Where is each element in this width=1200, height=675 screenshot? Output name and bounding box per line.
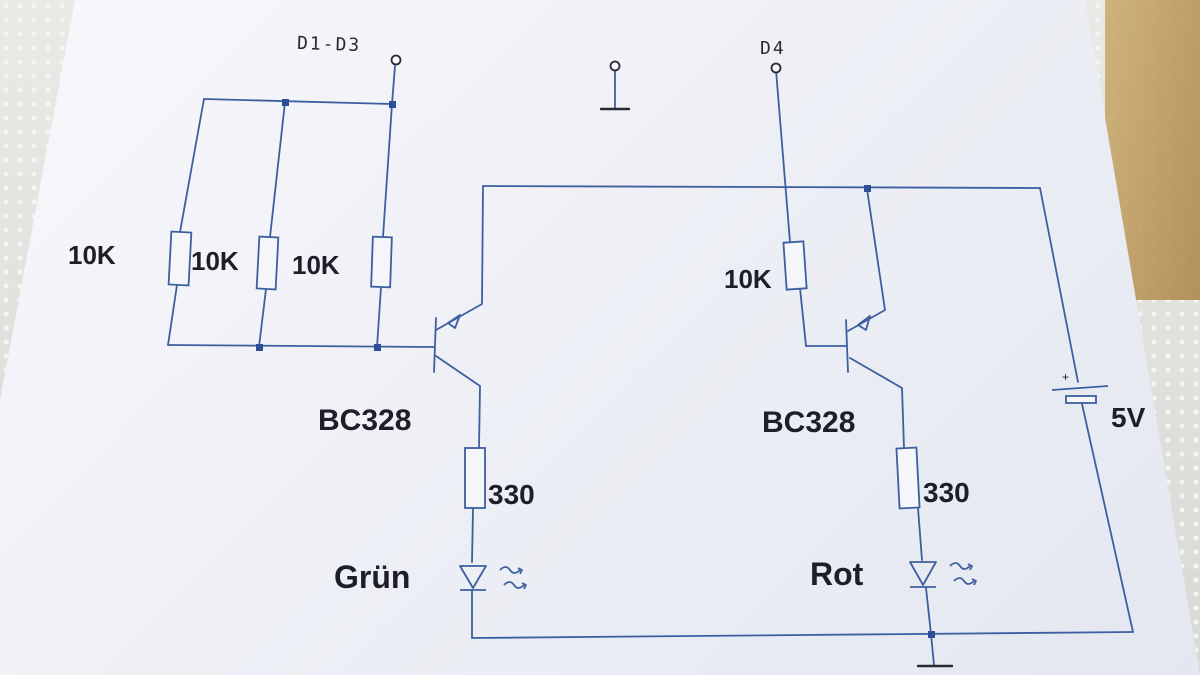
led-right-rays — [949, 562, 977, 586]
wire-r3-bottom — [376, 286, 382, 348]
led-left-label: Grün — [334, 559, 411, 595]
led-left-symbol — [459, 565, 487, 591]
battery-plus-label: + — [1062, 370, 1070, 384]
resistor-r1-label: 10K — [68, 240, 116, 270]
transistor-left-arrow — [447, 314, 461, 329]
resistor-r1 — [167, 230, 193, 287]
terminal-left-label: D1-D3 — [296, 32, 362, 57]
wire-r1-bottom — [167, 284, 178, 346]
wire-bottom-rail — [471, 631, 1134, 639]
battery-plate-long — [1051, 385, 1109, 391]
terminal-mid — [609, 60, 621, 72]
resistor-r4 — [782, 240, 808, 291]
led-right-label: Rot — [810, 556, 864, 592]
wire-led-right-bottom — [925, 587, 932, 635]
battery-plate-short — [1065, 395, 1097, 404]
node-bottom-rail — [928, 631, 935, 638]
transistor-right-base — [845, 319, 849, 373]
transistor-right-label: BC328 — [762, 406, 856, 439]
led-left-rays — [499, 566, 527, 590]
transistor-left-emitter — [435, 185, 484, 331]
resistor-r3-label: 10K — [292, 250, 340, 280]
transistor-right-arrow — [857, 315, 871, 331]
resistor-r2-label: 10K — [191, 246, 239, 276]
wire-battery-down — [1081, 403, 1134, 633]
terminal-left — [390, 54, 402, 66]
resistor-rled-left-label: 330 — [488, 479, 535, 510]
wire-input-right — [775, 69, 791, 243]
wire-ground — [930, 633, 935, 666]
wire-top-rail — [482, 185, 1041, 189]
wire-r4-bottom — [799, 287, 807, 347]
resistor-rled-left — [464, 447, 486, 509]
wire-rled-right-bottom — [917, 507, 923, 561]
terminal-right — [770, 62, 782, 74]
resistor-rled-right-label: 330 — [923, 477, 970, 508]
wire-input-left — [391, 65, 396, 105]
transistor-right-emitter — [847, 188, 886, 332]
resistor-rled-right — [895, 446, 921, 510]
wire-r3-top — [382, 103, 393, 238]
resistor-r4-label: 10K — [724, 264, 772, 294]
node-bank-bottom-mid — [256, 344, 263, 351]
wire-bank-bottom — [167, 344, 435, 348]
transistor-left-label: BC328 — [318, 404, 412, 437]
terminal-right-label: D4 — [760, 38, 786, 59]
node-bank-mid — [282, 99, 289, 106]
wire-r1-top — [179, 98, 205, 233]
wire-r2-bottom — [258, 288, 267, 348]
node-bank-right — [389, 101, 396, 108]
transistor-left-base — [433, 317, 437, 373]
resistor-r3 — [370, 235, 393, 289]
wire-bank-top — [203, 98, 393, 105]
wire-rail-down-right — [1039, 187, 1079, 383]
node-bank-bottom-right — [374, 344, 381, 351]
wire-r2-top — [269, 101, 286, 238]
led-right-symbol — [909, 561, 937, 588]
resistor-r2 — [255, 235, 280, 291]
wire-rled-left-bottom — [471, 507, 474, 563]
supply-voltage-label: 5V — [1111, 402, 1146, 433]
transistor-right-collector — [849, 357, 905, 449]
transistor-left-collector — [435, 355, 481, 449]
node-top-rail — [864, 185, 871, 192]
